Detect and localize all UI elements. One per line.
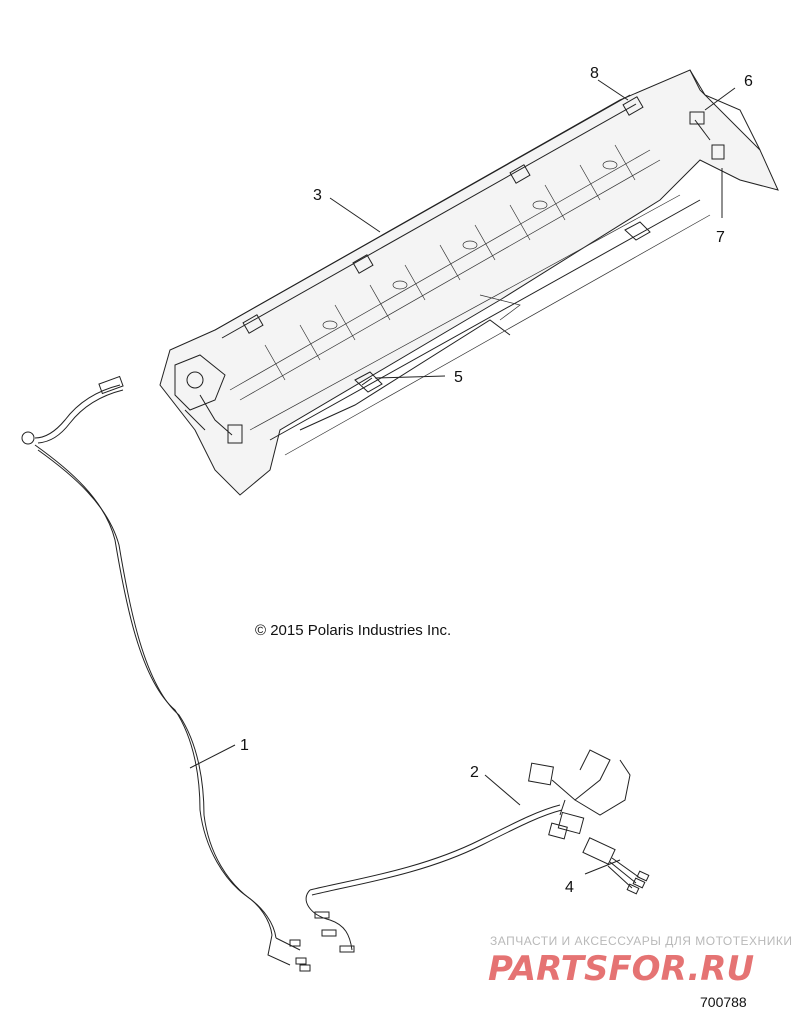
callout-number-6: 6 xyxy=(744,73,753,90)
callout-number-2: 2 xyxy=(470,764,479,781)
wire-harness-short xyxy=(305,749,631,953)
drawing-id: 700788 xyxy=(700,994,747,1010)
callout-number-5: 5 xyxy=(454,369,463,386)
callout-number-8: 8 xyxy=(590,65,599,82)
watermark: ЗАПЧАСТИ И АКСЕССУАРЫ ДЛЯ МОТОТЕХНИКИ PA… xyxy=(488,934,792,989)
watermark-subtitle: ЗАПЧАСТИ И АКСЕССУАРЫ ДЛЯ МОТОТЕХНИКИ xyxy=(490,934,792,948)
callout-number-7: 7 xyxy=(716,229,725,246)
mounting-clip xyxy=(354,371,383,393)
connector-pigtail xyxy=(582,837,650,895)
light-bar-housing xyxy=(159,69,779,496)
callout-leaders xyxy=(189,79,736,875)
callout-number-3: 3 xyxy=(313,187,322,204)
callout-number-4: 4 xyxy=(565,879,574,896)
callout-number-1: 1 xyxy=(240,737,249,754)
copyright-text: © 2015 Polaris Industries Inc. xyxy=(255,622,451,639)
watermark-logo: PARTSFOR.RU xyxy=(488,949,754,989)
wire-harness-long xyxy=(21,375,311,972)
